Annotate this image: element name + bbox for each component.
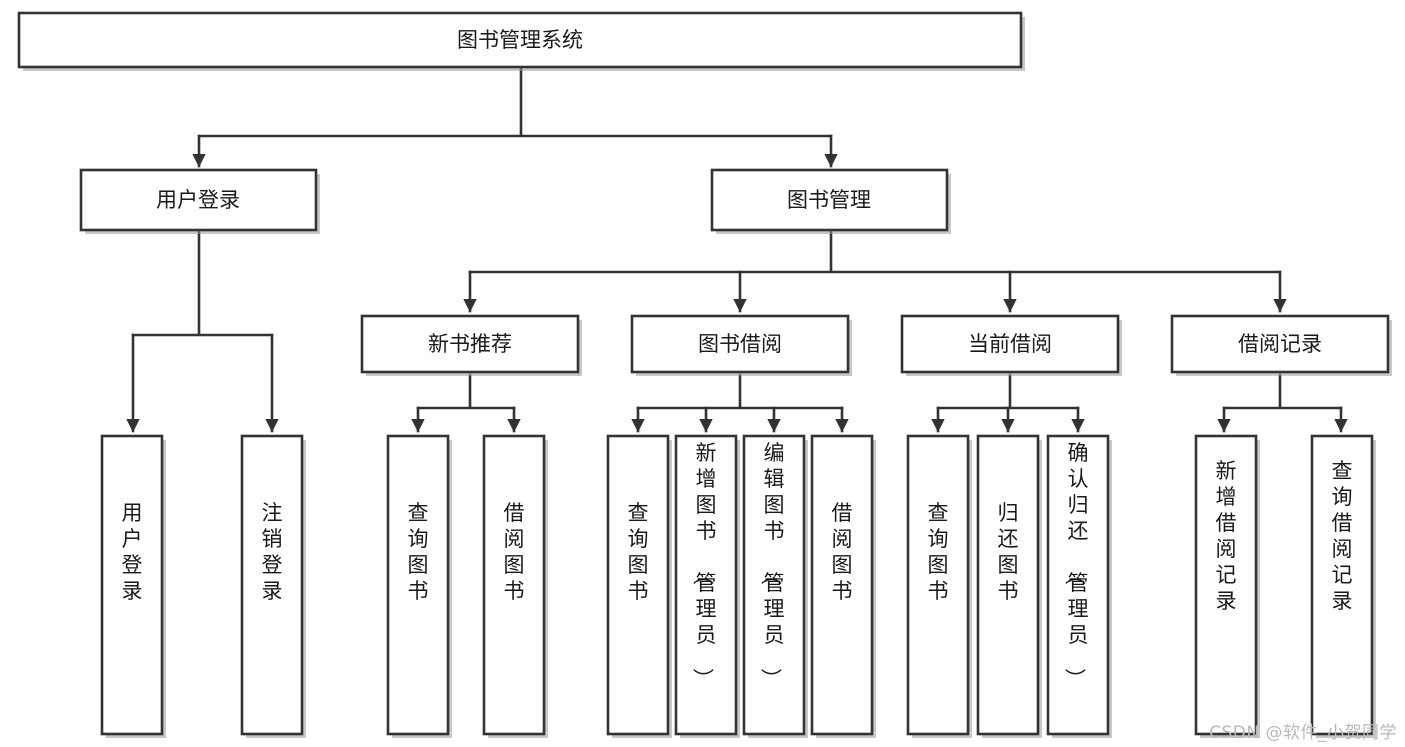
node-new-book-recommend[interactable]: 新书推荐 xyxy=(360,314,582,376)
leaf-borrow-2[interactable]: 编辑图书（管理员） xyxy=(742,434,808,738)
connector-record-bus xyxy=(1222,373,1343,410)
leaf-current-0[interactable]: 查询图书 xyxy=(906,434,972,738)
leaf-recommend-1-label: 借阅图书 xyxy=(504,501,525,603)
connector-current-bus xyxy=(936,373,1080,410)
node-current-borrow-label: 当前借阅 xyxy=(968,332,1052,356)
node-book-manage-label: 图书管理 xyxy=(787,188,871,212)
leaf-record-1-label: 查询借阅记录 xyxy=(1332,459,1353,613)
leaf-borrow-0[interactable]: 查询图书 xyxy=(606,434,672,738)
leaf-current-1-label: 归还图书 xyxy=(998,501,1019,603)
leaf-recommend-0[interactable]: 查询图书 xyxy=(386,434,452,738)
leaf-user-login-1-label: 注销登录 xyxy=(262,501,283,603)
leaf-recommend-0-label: 查询图书 xyxy=(408,501,429,603)
leaf-record-1[interactable]: 查询借阅记录 xyxy=(1310,434,1376,738)
node-root-system[interactable]: 图书管理系统 xyxy=(17,11,1025,71)
node-root-label: 图书管理系统 xyxy=(457,28,583,52)
node-book-manage[interactable]: 图书管理 xyxy=(710,168,951,234)
node-borrow-record-label: 借阅记录 xyxy=(1238,332,1322,356)
leaf-borrow-0-label: 查询图书 xyxy=(628,501,649,603)
leaf-user-login-1[interactable]: 注销登录 xyxy=(240,434,306,738)
connector-root-bus xyxy=(197,66,833,138)
csdn-watermark: CSDN @软件_小贺同学 xyxy=(1209,723,1397,743)
leaf-borrow-1-label: 新增图书（管理员） xyxy=(691,441,717,689)
node-user-login[interactable]: 用户登录 xyxy=(79,168,320,234)
leaf-record-0[interactable]: 新增借阅记录 xyxy=(1194,434,1260,738)
leaf-borrow-1[interactable]: 新增图书（管理员） xyxy=(674,434,740,738)
node-current-borrow[interactable]: 当前借阅 xyxy=(900,314,1122,376)
leaf-borrow-3[interactable]: 借阅图书 xyxy=(810,434,876,738)
node-book-borrow[interactable]: 图书借阅 xyxy=(630,314,852,376)
connector-user-login-bus xyxy=(131,230,274,337)
leaf-user-login-0-label: 用户登录 xyxy=(122,501,143,603)
leaf-recommend-1[interactable]: 借阅图书 xyxy=(482,434,548,738)
connector-recommend-bus xyxy=(416,373,516,410)
node-book-borrow-label: 图书借阅 xyxy=(698,332,782,356)
node-new-book-recommend-label: 新书推荐 xyxy=(428,332,512,356)
node-user-login-label: 用户登录 xyxy=(156,188,240,212)
leaf-user-login-0[interactable]: 用户登录 xyxy=(100,434,166,738)
connector-layer xyxy=(126,66,1348,433)
leaf-current-2[interactable]: 确认归还（管理员） xyxy=(1046,434,1112,738)
leaf-current-0-label: 查询图书 xyxy=(928,501,949,603)
leaf-current-1[interactable]: 归还图书 xyxy=(976,434,1042,738)
leaf-borrow-3-label: 借阅图书 xyxy=(832,501,853,603)
leaf-record-0-label: 新增借阅记录 xyxy=(1216,459,1237,613)
node-borrow-record[interactable]: 借阅记录 xyxy=(1170,314,1392,376)
leaf-current-2-label: 确认归还（管理员） xyxy=(1063,441,1089,689)
connector-borrow-bus xyxy=(636,373,844,410)
connector-book-manage-bus xyxy=(468,230,1282,274)
leaf-borrow-2-label: 编辑图书（管理员） xyxy=(759,441,785,689)
